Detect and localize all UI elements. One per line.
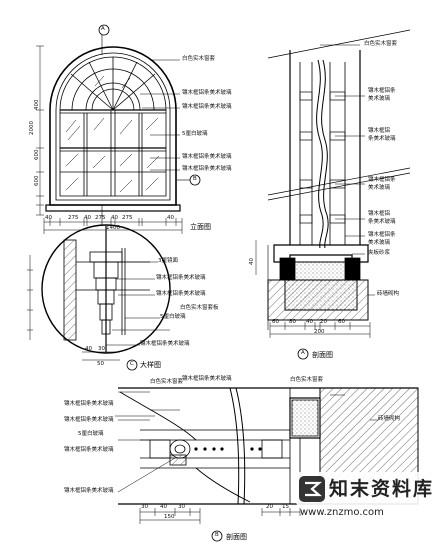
section-a-label: 镶木框铝 xyxy=(368,128,391,134)
elevation-label-glass-1: 镶木框铝条美术玻璃 xyxy=(182,90,232,96)
section-b-label: 镶木框铝条美术玻璃 xyxy=(64,417,114,423)
section-b-title: 剖面图 xyxy=(226,533,247,541)
section-a-label: 砖墙砌构 xyxy=(377,291,400,297)
detail-label-glass-3: 镶木框铝条美术玻璃 xyxy=(140,341,190,347)
detail-dim: 50 xyxy=(97,361,104,367)
section-b-label: 镶木框铝条美术玻璃 xyxy=(182,376,232,382)
section-b-label: 5厘白玻璃 xyxy=(78,431,104,437)
detail-marker: C xyxy=(130,361,134,367)
section-b-label: 白色实木窗套 xyxy=(290,377,324,383)
elevation-label-glass-4: 镶木框铝条美术玻璃 xyxy=(182,166,232,172)
section-a-title: 剖面图 xyxy=(312,351,333,359)
section-b-dim: 15 xyxy=(282,504,289,510)
detail-label-glass-2: 镶木框铝条美术玻璃 xyxy=(156,291,206,297)
dim-bottom: 275 xyxy=(95,215,106,221)
watermark-url: www.znzmo.com xyxy=(300,507,384,518)
section-b-marker: B xyxy=(215,532,219,538)
elevation-title: 立面图 xyxy=(190,223,211,231)
detail-title: 大样图 xyxy=(140,361,161,369)
elevation-label-frame: 白色实木窗套 xyxy=(182,56,216,62)
section-a-label: 美术玻璃 xyxy=(368,96,391,102)
dim-left: 600 xyxy=(34,149,40,161)
elevation-label-glass-3: 镶木框铝条美术玻璃 xyxy=(182,154,232,160)
dim-bottom: 275 xyxy=(122,215,133,221)
section-marker-b: B xyxy=(193,176,197,182)
dim-left: 400 xyxy=(34,99,40,111)
section-b-label: 镶木框铝条美术玻璃 xyxy=(64,401,114,407)
section-a-label: 条美术玻璃 xyxy=(368,136,396,142)
dim-bottom: 40 xyxy=(167,215,174,221)
section-b-dim: 40 xyxy=(160,504,167,510)
dim-total: 1400 xyxy=(106,225,120,231)
section-b-view xyxy=(115,387,419,542)
section-a-label: 镶木框铝条 xyxy=(368,232,396,238)
elevation-label-glass-2: 镶木框铝条美术玻璃 xyxy=(182,104,232,110)
detail-dim: 40 xyxy=(85,346,92,352)
section-marker-a-top: A xyxy=(101,26,105,32)
section-b-label: 砖墙砌构 xyxy=(378,416,401,422)
section-b-dim: 30 xyxy=(178,504,185,510)
section-a-label: 白色实木窗套 xyxy=(364,41,398,47)
detail-label-clear-glass: 5厘白玻璃 xyxy=(160,314,186,320)
section-a-dim-vertical: 40 xyxy=(249,258,255,265)
section-b-dim: 20 xyxy=(266,504,273,510)
dim-bottom: 275 xyxy=(68,215,79,221)
detail-label-frame-board: 白色实木窗套板 xyxy=(180,305,219,311)
section-a-dim: 80 xyxy=(289,319,296,325)
section-a-label: 镶木框铝条 xyxy=(368,177,396,183)
detail-dim: 30 xyxy=(98,346,105,352)
dim-bottom: 40 xyxy=(84,215,91,221)
watermark-name: 知末资料库 xyxy=(329,478,435,500)
section-a-marker: A xyxy=(301,350,305,356)
elevation-label-clear-glass: 5厘白玻璃 xyxy=(182,131,208,137)
section-a-label: 条美术玻璃 xyxy=(368,219,396,225)
detail-label-mirror: 3厘镜面 xyxy=(158,258,178,264)
section-b-dim-total: 150 xyxy=(164,514,175,520)
section-a-dim-total: 200 xyxy=(314,329,325,335)
dim-bottom: 40 xyxy=(45,215,52,221)
dim-left: 600 xyxy=(34,175,40,187)
section-b-label: 白色实木窗套 xyxy=(150,379,184,385)
section-a-dim: 20 xyxy=(320,319,327,325)
watermark-logo-icon xyxy=(299,476,325,502)
section-a-dim: 60 xyxy=(338,319,345,325)
dim-left-total: 2000 xyxy=(29,121,35,135)
detail-label-glass-1: 镶木框铝条美术玻璃 xyxy=(156,275,206,281)
section-a-label: 美术玻璃 xyxy=(368,240,391,246)
dim-bottom: 40 xyxy=(111,215,118,221)
section-a-view xyxy=(255,29,411,360)
section-a-dim: 40 xyxy=(306,319,313,325)
section-a-dim: 60 xyxy=(272,319,279,325)
detail-c-view xyxy=(27,224,171,371)
section-b-label: 镶木框铝条美术玻璃 xyxy=(64,447,114,453)
section-a-label: 夹板砂浆 xyxy=(368,250,391,256)
section-a-label: 美术玻璃 xyxy=(368,185,391,191)
elevation-view xyxy=(36,24,201,234)
section-b-dim: 30 xyxy=(141,504,148,510)
section-a-label: 镶木框铝条 xyxy=(368,88,396,94)
section-b-label: 镶木框铝条美术玻璃 xyxy=(64,488,114,494)
watermark: 知末资料库 xyxy=(296,472,442,506)
section-a-label: 镶木框铝 xyxy=(368,211,391,217)
